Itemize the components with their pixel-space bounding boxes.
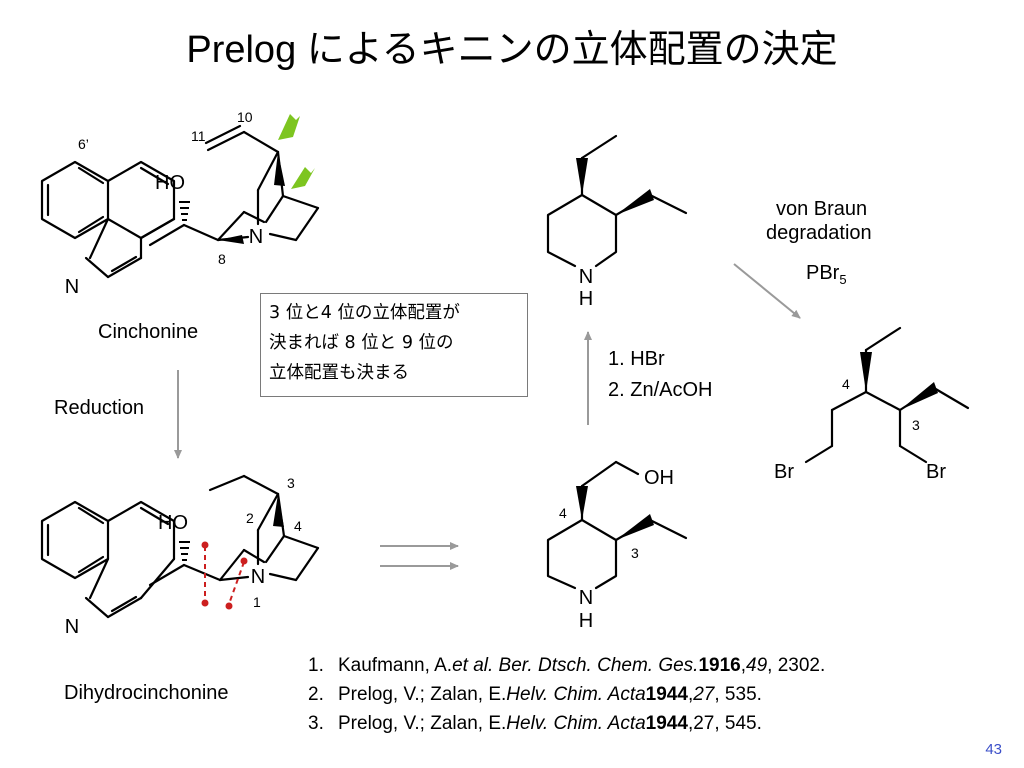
stereo-note-box: 3 位と4 位の立体配置が 決まれば 8 位と 9 位の 立体配置も決まる: [260, 293, 528, 397]
reference-journal: et al. Ber. Dtsch. Chem. Ges.: [452, 655, 699, 676]
highlight-arrow-icon: [278, 114, 315, 189]
reduction-label: Reduction: [54, 397, 145, 419]
bromine-left: Br: [774, 461, 794, 483]
cinchonine-atom-n1: N: [65, 276, 79, 298]
reference-item: 1. Kaufmann, A. et al. Ber. Dtsch. Chem.…: [308, 651, 825, 680]
note-line-1: 3 位と4 位の立体配置が: [269, 303, 460, 323]
reference-author: Prelog, V.; Zalan, E.: [338, 684, 507, 705]
dibromide-num-4: 4: [842, 376, 850, 392]
reference-number: 3.: [308, 713, 324, 734]
piperidine-bottom-num-3: 3: [631, 545, 639, 561]
piperidine-top-n: N: [579, 266, 593, 288]
slide-title: Prelog によるキニンの立体配置の決定: [186, 29, 838, 71]
dihydrocinchonine-num-4: 4: [294, 518, 302, 534]
pbr-text: PBr: [806, 262, 840, 284]
reference-pages: 27, 545.: [693, 713, 762, 734]
dihydrocinchonine-hash-bond: [179, 541, 190, 561]
dibromide-num-3: 3: [912, 417, 920, 433]
von-braun-label: von Braun: [776, 198, 868, 220]
dihydrocinchonine-num-3: 3: [287, 475, 295, 491]
reference-year: 1916: [698, 655, 741, 676]
piperidine-bottom-num-4: 4: [559, 505, 567, 521]
reference-volume: 49: [746, 655, 768, 676]
dibromide-structure: [804, 326, 970, 464]
cinchonine-num-8: 8: [218, 251, 226, 267]
note-line-3: 立体配置も決まる: [269, 363, 409, 383]
pbr5-label: PBr5: [806, 262, 847, 287]
cinchonine-structure: [40, 124, 320, 279]
dihydrocinchonine-atom-n2: N: [251, 566, 265, 588]
cinchonine-num-6p: 6’: [78, 136, 89, 152]
bromine-right: Br: [926, 461, 946, 483]
red-dot-markers: [201, 541, 248, 610]
cinchonine-wedge-c8: [218, 235, 244, 244]
slide-number: 43: [985, 741, 1002, 758]
references-list: 1. Kaufmann, A. et al. Ber. Dtsch. Chem.…: [308, 651, 825, 738]
cinchonine-num-10: 10: [237, 109, 253, 125]
reference-sep: ,: [740, 655, 747, 676]
reference-author: Prelog, V.; Zalan, E.: [338, 713, 507, 734]
dihydrocinchonine-num-1: 1: [253, 594, 261, 610]
reference-journal: Helv. Chim. Acta: [506, 713, 646, 734]
reference-pages: , 2302.: [767, 655, 826, 676]
reference-year: 1944: [645, 684, 688, 705]
dibromide-wedge-3: [900, 382, 938, 410]
reference-pages: , 535.: [714, 684, 762, 705]
piperidine-bottom-h: H: [579, 610, 593, 632]
dihydrocinchonine-label: Dihydrocinchonine: [64, 682, 229, 704]
pbr-subscript: 5: [839, 272, 847, 287]
reference-volume: 27: [693, 684, 715, 705]
dihydrocinchonine-num-2: 2: [246, 510, 254, 526]
cinchonine-wedge: [274, 152, 285, 186]
reference-sep: ,: [687, 684, 694, 705]
reference-sep: ,: [687, 713, 694, 734]
cinchonine-atom-n2: N: [249, 226, 263, 248]
reference-journal: Helv. Chim. Acta: [506, 684, 646, 705]
piperidine-diethyl-structure: [546, 134, 688, 268]
piperidine-wedge-3: [616, 514, 654, 540]
degradation-label: degradation: [766, 222, 872, 244]
reference-item: 3. Prelog, V.; Zalan, E. Helv. Chim. Act…: [308, 709, 825, 738]
reference-number: 1.: [308, 655, 324, 676]
cinchonine-label: Cinchonine: [98, 321, 199, 343]
dihydrocinchonine-structure: [40, 474, 320, 619]
dihydrocinchonine-ho: HO: [158, 512, 188, 534]
dibromide-wedge-4: [860, 352, 872, 392]
reference-author: Kaufmann, A.: [338, 655, 453, 676]
reference-number: 2.: [308, 684, 324, 705]
cinchonine-hash-bond: [179, 201, 190, 221]
cinchonine-num-11: 11: [191, 128, 206, 144]
reference-year: 1944: [645, 713, 688, 734]
piperidine-wedge-4: [576, 486, 588, 520]
dihydrocinchonine-atom-n1: N: [65, 616, 79, 638]
piperidine-top-wedge-3: [616, 189, 654, 215]
step-zn-acoh: 2. Zn/AcOH: [608, 379, 713, 401]
reference-item: 2. Prelog, V.; Zalan, E. Helv. Chim. Act…: [308, 680, 825, 709]
piperidine-top-h: H: [579, 288, 593, 310]
cinchonine-ho: HO: [155, 172, 185, 194]
red-dashed-markers: [204, 546, 245, 605]
step-hbr: 1. HBr: [608, 348, 665, 370]
dihydrocinchonine-wedge: [273, 494, 284, 527]
von-braun-arrow: [733, 263, 801, 319]
piperidine-bottom-n: N: [579, 587, 593, 609]
piperidine-top-wedge-4: [576, 158, 588, 195]
note-line-2: 決まれば 8 位と 9 位の: [269, 333, 454, 353]
hydroxyl-oh: OH: [644, 467, 674, 489]
